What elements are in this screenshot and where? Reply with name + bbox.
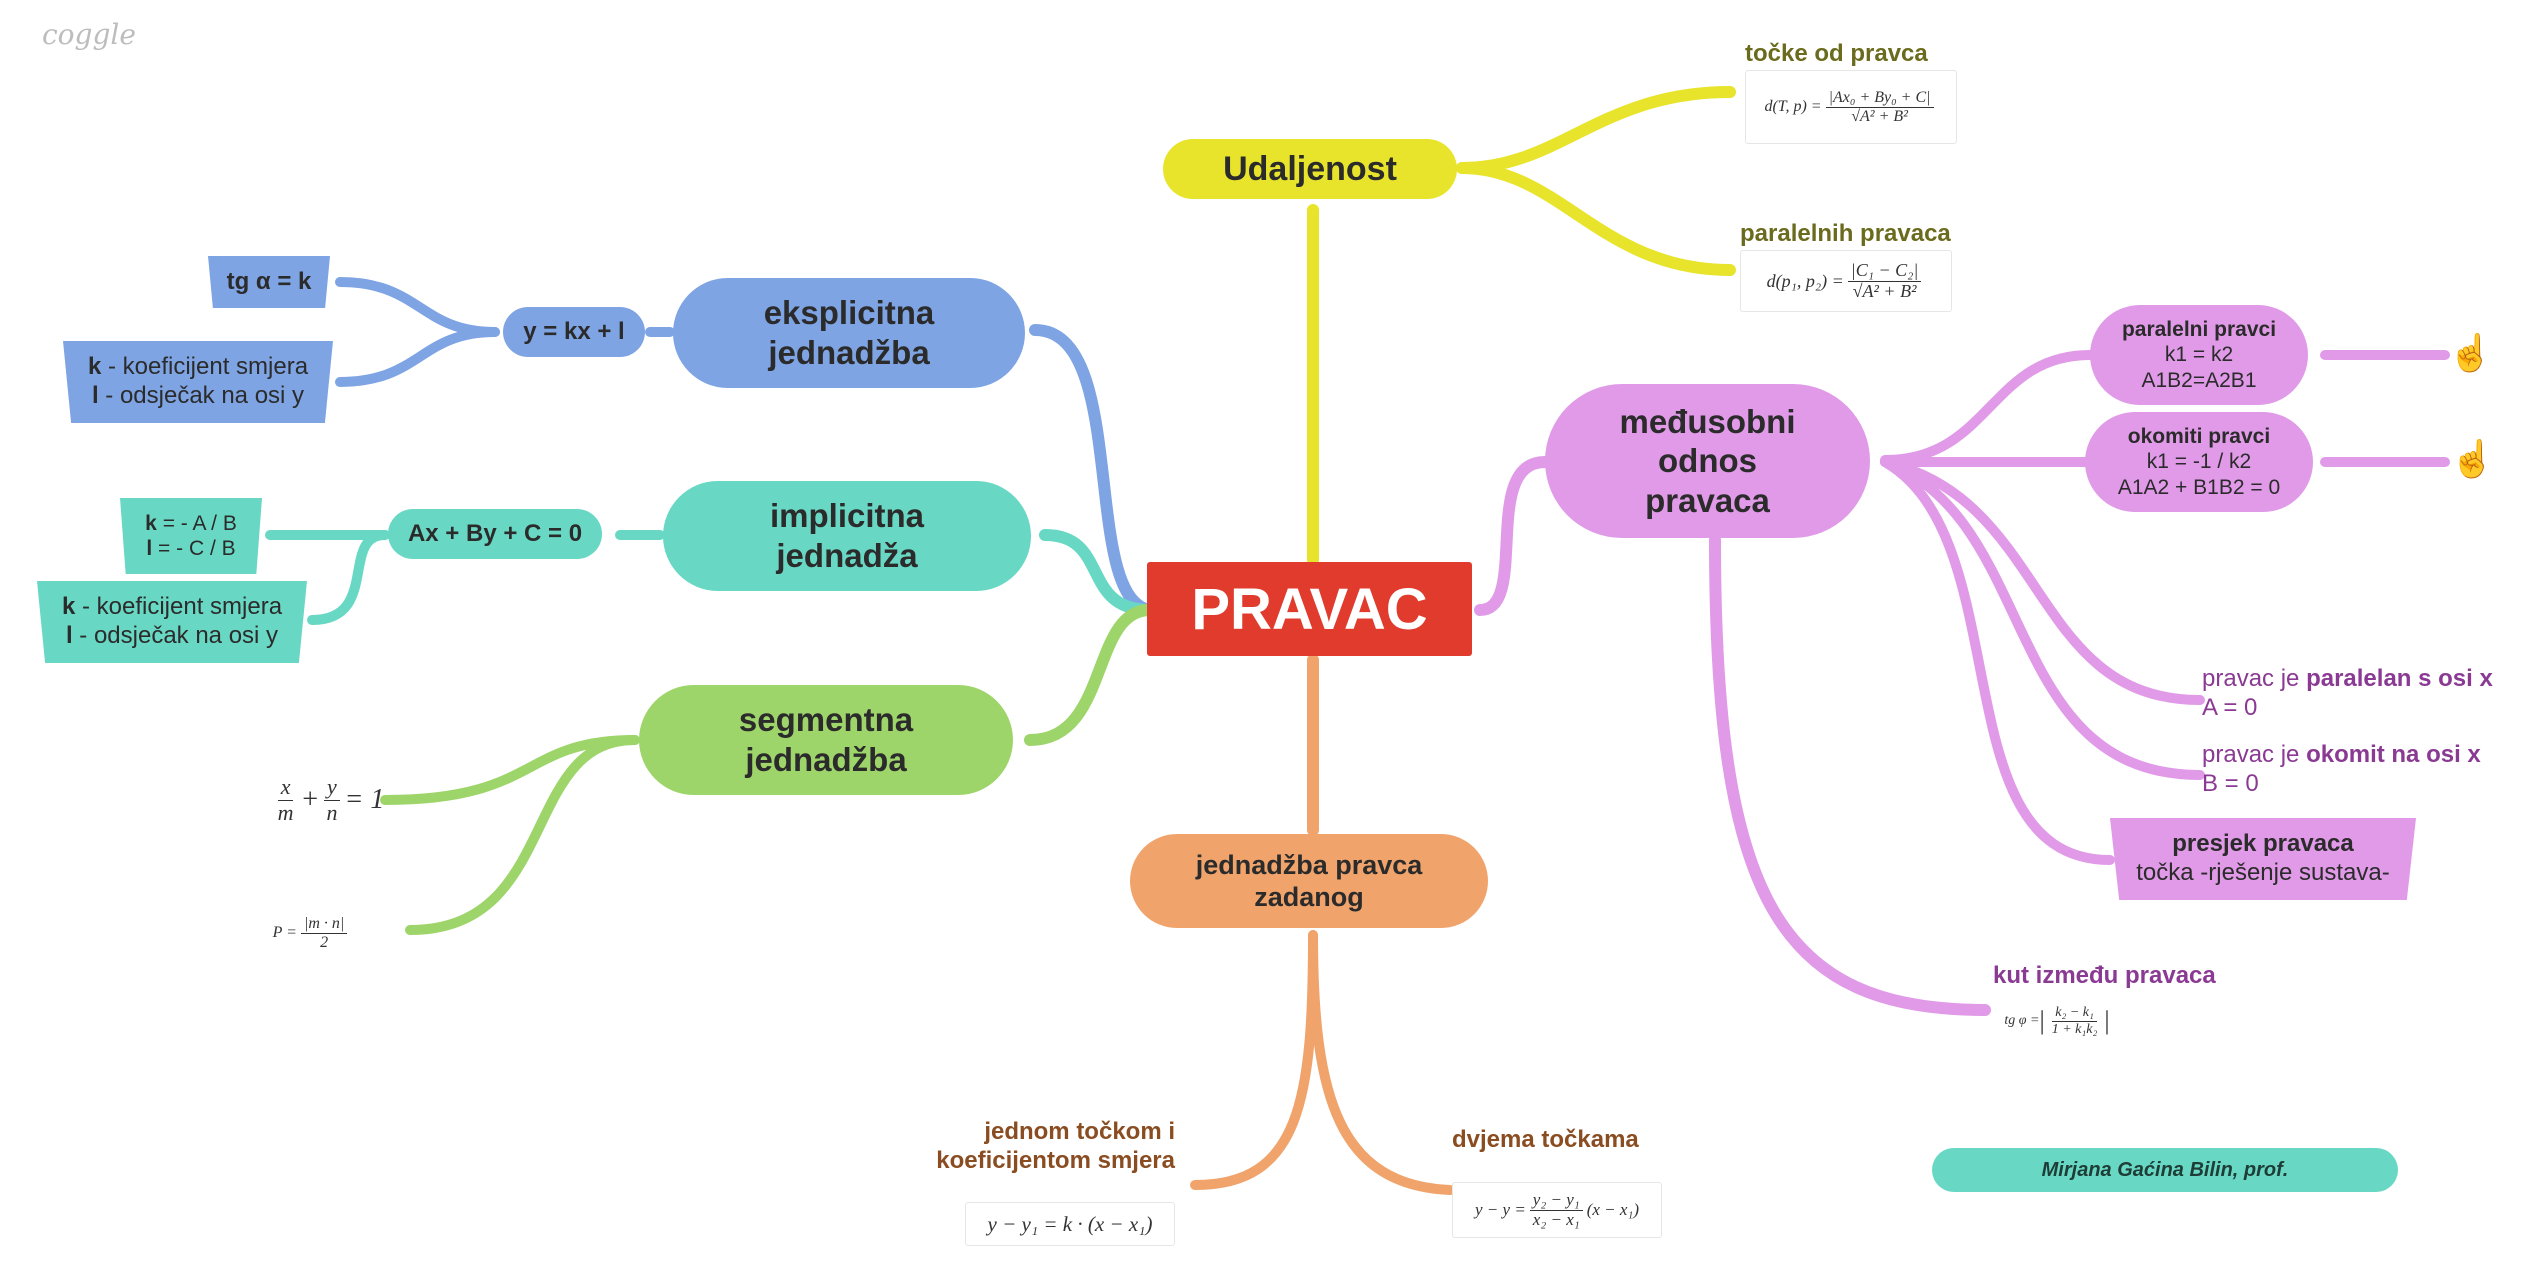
branch-os-x-par bbox=[1880, 457, 2205, 705]
coggle-logo[interactable]: coggle bbox=[42, 18, 136, 51]
kAB-k: k bbox=[145, 511, 157, 535]
presjek-title: presjek pravaca bbox=[2172, 830, 2354, 858]
pointing-hand-icon[interactable]: ☝ bbox=[2448, 332, 2493, 373]
segmentna-label-1: segmentna bbox=[738, 701, 914, 739]
zadanog-label-2: zadanog bbox=[1254, 882, 1364, 912]
ax-node[interactable]: Ax + By + C = 0 bbox=[388, 509, 602, 559]
kl-imp-l: l bbox=[65, 622, 73, 649]
kl-imp-k: k bbox=[61, 593, 76, 621]
branch-eksplicitna bbox=[1029, 324, 1156, 616]
implicitna-node[interactable]: implicitna jednadža bbox=[663, 481, 1031, 591]
paralelni-node[interactable]: paralelni pravci k1 = k2 A1B2=A2B1 bbox=[2090, 305, 2308, 405]
ax-label: Ax + By + C = 0 bbox=[407, 520, 583, 547]
tocke-label: točke od pravca bbox=[1745, 40, 1928, 67]
kAB-k-desc: = - A / B bbox=[156, 511, 237, 535]
two-points-label: dvjema točkama bbox=[1452, 1126, 1639, 1153]
presjek-line2: točka -rješenje sustava- bbox=[2136, 859, 2390, 886]
branch-kl-imp bbox=[307, 530, 390, 625]
paralelni-line2: A1B2=A2B1 bbox=[2141, 368, 2257, 392]
presjek-node[interactable]: presjek pravaca točka -rješenje sustava- bbox=[2110, 818, 2416, 900]
kAB-node[interactable]: k = - A / B l = - C / B bbox=[120, 498, 262, 574]
ykx-node[interactable]: y = kx + l bbox=[503, 307, 645, 357]
kl-exp-k-desc: - koeficijent smjera bbox=[101, 353, 309, 381]
os-x-par-line2: A = 0 bbox=[2202, 693, 2258, 721]
eksplicitna-node[interactable]: eksplicitna jednadžba bbox=[673, 278, 1025, 388]
segmentna-node[interactable]: segmentna jednadžba bbox=[639, 685, 1013, 795]
kl-imp-k-desc: - koeficijent smjera bbox=[75, 593, 283, 621]
branch-paralelni bbox=[1880, 350, 2095, 465]
implicitna-label-1: implicitna bbox=[769, 497, 925, 535]
okomiti-line2: A1A2 + B1B2 = 0 bbox=[2117, 475, 2281, 499]
os-x-okomit-line2: B = 0 bbox=[2202, 769, 2259, 797]
eksplicitna-label-2: jednadžba bbox=[768, 334, 930, 371]
one-point-formula: y − y₁ = k · (x − x₁) bbox=[965, 1202, 1175, 1246]
okomiti-line1: k1 = -1 / k2 bbox=[2146, 450, 2252, 474]
one-point-label: jednom točkom i koeficijentom smjera bbox=[900, 1118, 1175, 1176]
paralelni-title: paralelni pravci bbox=[2121, 318, 2277, 342]
os-x-par-prefix: pravac je bbox=[2202, 665, 2307, 692]
okomiti-title: okomiti pravci bbox=[2127, 425, 2271, 449]
odnos-node[interactable]: međusobni odnos pravaca bbox=[1545, 384, 1870, 538]
branch-paralelnih bbox=[1456, 162, 1736, 276]
kut-label: kut između pravaca bbox=[1993, 962, 2216, 989]
branch-odnos bbox=[1474, 456, 1551, 616]
branch-seg-formula1 bbox=[380, 735, 640, 805]
os-x-okomit-text: pravac je okomit na osi x B = 0 bbox=[2202, 741, 2481, 799]
zadanog-node[interactable]: jednadžba pravca zadanog bbox=[1130, 834, 1488, 928]
branch-one-point bbox=[1190, 930, 1318, 1190]
tocke-formula: d(T, p) = |Ax₀ + By₀ + C|√A² + B² bbox=[1745, 70, 1957, 144]
paralelnih-label: paralelnih pravaca bbox=[1740, 220, 1951, 247]
os-x-par-bold: paralelan s osi x bbox=[2306, 665, 2493, 692]
branch-kl-exp bbox=[335, 327, 500, 387]
kl-imp-l-desc: - odsječak na osi y bbox=[72, 622, 279, 649]
kl-imp-node[interactable]: k - koeficijent smjera l - odsječak na o… bbox=[37, 581, 307, 663]
kl-exp-l-desc: - odsječak na osi y bbox=[98, 382, 305, 409]
okomiti-node[interactable]: okomiti pravci k1 = -1 / k2 A1A2 + B1B2 … bbox=[2085, 412, 2313, 512]
tg-node[interactable]: tg α = k bbox=[208, 256, 330, 308]
branch-implicitna bbox=[1039, 529, 1156, 616]
zadanog-label-1: jednadžba pravca bbox=[1195, 849, 1423, 880]
pointing-hand-icon[interactable]: ☝ bbox=[2450, 438, 2495, 479]
eksplicitna-label-1: eksplicitna bbox=[763, 294, 935, 332]
ykx-label: y = kx + l bbox=[523, 318, 625, 345]
author-badge[interactable]: Mirjana Gaćina Bilin, prof. bbox=[1932, 1148, 2398, 1192]
odnos-label-2: odnos bbox=[1658, 442, 1757, 480]
udaljenost-node[interactable]: Udaljenost bbox=[1163, 139, 1457, 199]
kAB-l: l bbox=[146, 537, 153, 560]
implicitna-label-2: jednadža bbox=[776, 537, 918, 574]
os-x-par-text: pravac je paralelan s osi x A = 0 bbox=[2202, 665, 2493, 723]
udaljenost-label: Udaljenost bbox=[1223, 149, 1397, 188]
branch-tocke bbox=[1456, 86, 1736, 174]
odnos-label-3: pravaca bbox=[1645, 481, 1770, 519]
os-x-okomit-bold: okomit na osi x bbox=[2306, 741, 2481, 768]
seg-formula2: P = |m · n|2 bbox=[262, 908, 362, 958]
branch-kut bbox=[1709, 534, 1991, 1016]
branch-os-x-okomit bbox=[1880, 457, 2205, 780]
central-label: PRAVAC bbox=[1191, 576, 1428, 642]
branch-tg bbox=[335, 277, 500, 337]
kl-exp-l: l bbox=[91, 382, 99, 409]
os-x-okomit-prefix: pravac je bbox=[2202, 741, 2307, 768]
kl-exp-k: k bbox=[87, 353, 102, 381]
branch-seg-formula2 bbox=[405, 735, 640, 935]
paralelnih-formula: d(p₁, p₂) = |C₁ − C₂|√A² + B² bbox=[1740, 250, 1952, 312]
kAB-l-desc: = - C / B bbox=[152, 537, 236, 560]
one-point-line1: jednom točkom i bbox=[984, 1118, 1175, 1145]
central-node[interactable]: PRAVAC bbox=[1147, 562, 1472, 656]
branch-two-points bbox=[1308, 930, 1455, 1195]
one-point-line2: koeficijentom smjera bbox=[936, 1146, 1175, 1174]
branch-presjek bbox=[1880, 457, 2115, 865]
author-label: Mirjana Gaćina Bilin, prof. bbox=[2041, 1158, 2289, 1181]
odnos-label-1: međusobni bbox=[1619, 402, 1796, 440]
branch-segmentna bbox=[1024, 604, 1156, 746]
paralelni-line1: k1 = k2 bbox=[2164, 343, 2234, 367]
kl-exp-node[interactable]: k - koeficijent smjera l - odsječak na o… bbox=[63, 341, 333, 423]
segmentna-label-2: jednadžba bbox=[745, 741, 907, 778]
tg-label: tg α = k bbox=[226, 268, 312, 295]
